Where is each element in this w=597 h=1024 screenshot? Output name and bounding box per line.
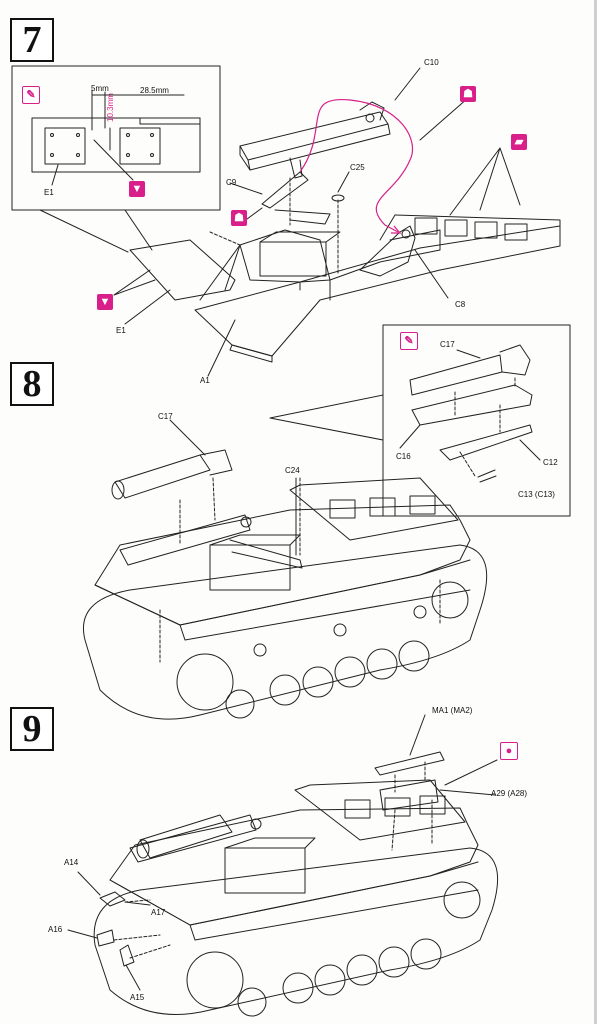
- part-label-ma1: MA1 (MA2): [432, 706, 473, 715]
- step9-tank: [93, 779, 499, 1017]
- step8-tank: [83, 449, 488, 720]
- inset-part-c13: C13 (C13): [518, 490, 555, 499]
- leader-a29: [439, 789, 496, 796]
- step8-inset-frame: [382, 324, 571, 517]
- leader-c10: [394, 67, 421, 101]
- step-number-7: 7: [10, 18, 54, 62]
- step9-small-parts: [96, 891, 135, 967]
- cut-icon: ▼: [129, 181, 145, 197]
- glue-icon: ☗: [231, 210, 247, 226]
- part-label-c8: C8: [455, 300, 466, 309]
- step7-c9: [261, 171, 331, 225]
- part-label-c10: C10: [424, 58, 439, 67]
- part-label-a1: A1: [200, 376, 210, 385]
- step9-ma1-a29: [374, 751, 445, 811]
- inset-part-c17: C17: [440, 340, 455, 349]
- dimension-28mm: 28.5mm: [140, 86, 169, 95]
- leader-paint-drop: [444, 759, 498, 786]
- leader-decal: [449, 147, 521, 216]
- part-label-c9: C9: [226, 178, 237, 187]
- inset-part-e1: E1: [44, 188, 54, 197]
- leader-c12: [519, 439, 541, 461]
- paint-brush-icon: ✎: [400, 332, 418, 350]
- cut-icon: ▼: [97, 294, 113, 310]
- step-number-8: 8: [10, 362, 54, 406]
- paint-brush-icon: ✎: [22, 86, 40, 104]
- paint-drop-icon: ●: [500, 742, 518, 760]
- leader-c17-main: [169, 419, 206, 456]
- part-label-a29: A29 (A28): [491, 789, 528, 798]
- dimension-5mm: 5mm: [91, 84, 109, 93]
- glue-icon: ☗: [460, 86, 476, 102]
- leader-c17-inset: [456, 349, 481, 359]
- step7-c8: [359, 225, 416, 277]
- leader-c25: [337, 171, 350, 193]
- part-label-a14: A14: [64, 858, 79, 867]
- inset-part-c16: C16: [396, 452, 411, 461]
- leader-cut: [113, 269, 156, 296]
- step7-c10: [239, 101, 391, 179]
- decal-icon: ▰: [511, 134, 527, 150]
- part-label-a15: A15: [130, 993, 145, 1002]
- leader-glue-top: [419, 97, 469, 141]
- leader-ma1: [409, 714, 426, 756]
- dimension-10mm: 10.3mm: [106, 93, 115, 122]
- part-label-c24: C24: [285, 466, 300, 475]
- leader-a14: [77, 871, 101, 896]
- step-number-9: 9: [10, 707, 54, 751]
- step7-inset-callout: [39, 209, 153, 253]
- part-label-c17: C17: [158, 412, 173, 421]
- leader-c16: [399, 424, 421, 449]
- part-label-c25: C25: [350, 163, 365, 172]
- page-edge: [594, 0, 597, 1024]
- step8-inset-parts: [409, 344, 533, 483]
- step8-inset-callout: [269, 394, 384, 441]
- leader-c8: [414, 249, 449, 299]
- leader-a16: [67, 929, 98, 939]
- leader-a15: [125, 964, 141, 991]
- leader-c9: [229, 182, 263, 195]
- part-label-e1: E1: [116, 326, 126, 335]
- inset-part-c12: C12: [543, 458, 558, 467]
- leader-e1: [124, 289, 171, 325]
- part-label-a16: A16: [48, 925, 63, 934]
- step7-hull: [129, 214, 561, 363]
- part-label-a17: A17: [151, 908, 166, 917]
- step7-inset-plate: [31, 89, 201, 186]
- leader-a1: [207, 319, 236, 377]
- leader-a17: [124, 901, 151, 906]
